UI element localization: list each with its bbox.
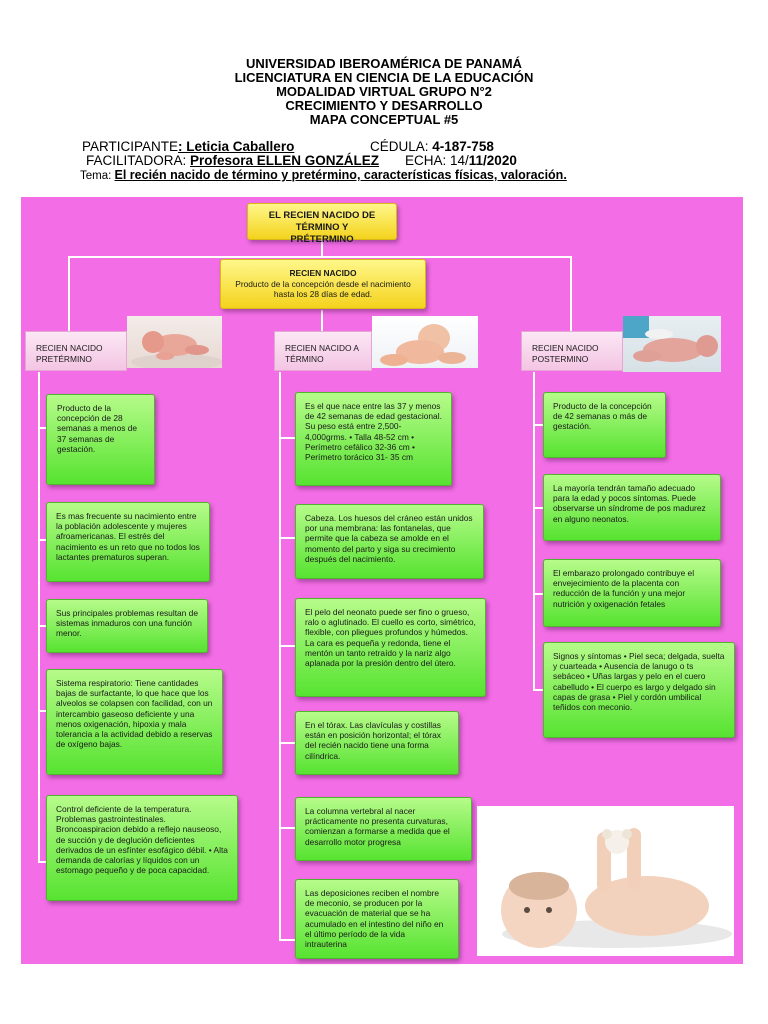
concept-map: EL RECIEN NACIDO DE TÉRMINO Y PRÉTERMINO…	[21, 197, 743, 964]
postterm-info-1: Producto de la concepción de 42 semanas …	[543, 392, 666, 458]
connector-line	[279, 537, 301, 539]
id-line: CÉDULA: 4-187-758	[370, 139, 494, 154]
term-category-label: RECIEN NACIDO A TÉRMINO	[285, 343, 359, 364]
newborn-definition-title: RECIEN NACIDO	[289, 268, 357, 278]
connector-line	[533, 507, 547, 509]
preterm-info-5: Control deficiente de la temperatura. Pr…	[46, 795, 238, 901]
connector-line	[38, 372, 40, 862]
participant-line: PARTICIPANTE: Leticia Caballero	[82, 139, 295, 154]
preterm-info-1: Producto de la concepción de 28 semanas …	[46, 394, 155, 485]
university-name: UNIVERSIDAD IBEROAMÉRICA DE PANAMÁ	[246, 56, 522, 71]
date-line: ECHA: 14/11/2020	[405, 153, 517, 168]
term-category-box: RECIEN NACIDO A TÉRMINO	[274, 331, 372, 371]
connector-line	[68, 256, 70, 332]
course-name: CRECIMIENTO Y DESARROLLO	[285, 98, 483, 113]
baby-illustration	[380, 324, 466, 366]
baby-with-toy-photo	[477, 806, 734, 956]
preterm-baby-photo	[127, 316, 222, 368]
postterm-category-label: RECIEN NACIDO POSTERMINO	[532, 343, 599, 364]
degree-name: LICENCIATURA EN CIENCIA DE LA EDUCACIÓN	[234, 70, 534, 85]
facilitator-line: FACILITADORA: Profesora ELLEN GONZÁLEZ	[86, 153, 380, 168]
postterm-baby-photo	[623, 316, 721, 372]
topic-line: Tema: El recién nacido de término y pret…	[80, 168, 567, 182]
baby-illustration	[501, 828, 732, 948]
term-baby-photo	[372, 316, 478, 368]
term-info-1: Es el que nace entre las 37 y menos de 4…	[295, 392, 452, 486]
term-info-6: Las deposiciones reciben el nombre de me…	[295, 879, 459, 959]
preterm-category-label: RECIEN NACIDO PRETÉRMINO	[36, 343, 103, 364]
term-info-2: Cabeza. Los huesos del cráneo están unid…	[295, 504, 484, 579]
connector-line	[279, 372, 281, 940]
main-concept-box: EL RECIEN NACIDO DE TÉRMINO Y PRÉTERMINO	[247, 203, 397, 245]
main-concept-title: EL RECIEN NACIDO DE TÉRMINO Y PRÉTERMINO	[268, 210, 376, 245]
connector-line	[533, 372, 535, 690]
connector-line	[279, 827, 301, 829]
baby-illustration	[131, 331, 222, 368]
postterm-info-3: El embarazo prolongado contribuye el env…	[543, 559, 721, 627]
connector-line	[279, 939, 301, 941]
postterm-info-2: La mayoría tendrán tamaño adecuado para …	[543, 474, 721, 541]
connector-line	[533, 593, 547, 595]
preterm-info-4: Sistema respiratorio: Tiene cantidades b…	[46, 669, 223, 775]
connector-line	[279, 742, 301, 744]
connector-line	[279, 645, 301, 647]
connector-line	[279, 437, 301, 439]
preterm-info-3: Sus principales problemas resultan de si…	[46, 599, 208, 653]
baby-illustration	[623, 316, 718, 362]
newborn-definition-text: Producto de la concepción desde el nacim…	[235, 278, 411, 300]
connector-line	[321, 239, 323, 257]
document-title: MAPA CONCEPTUAL #5	[309, 112, 459, 127]
connector-line	[533, 424, 547, 426]
connector-line	[68, 256, 570, 258]
postterm-info-4: Signos y síntomas • Piel seca; delgada, …	[543, 642, 735, 738]
preterm-info-2: Es mas frecuente su nacimiento entre la …	[46, 502, 210, 582]
connector-line	[321, 310, 323, 332]
postterm-category-box: RECIEN NACIDO POSTERMINO	[521, 331, 623, 371]
term-info-4: En el tórax. Las clavículas y costillas …	[295, 711, 459, 775]
term-info-5: La columna vertebral al nacer prácticame…	[295, 797, 472, 861]
newborn-definition-box: RECIEN NACIDO Producto de la concepción …	[220, 259, 426, 309]
term-info-3: El pelo del neonato puede ser fino o gru…	[295, 598, 486, 697]
group-name: MODALIDAD VIRTUAL GRUPO N°2	[276, 84, 492, 99]
preterm-category-box: RECIEN NACIDO PRETÉRMINO	[25, 331, 127, 371]
connector-line	[570, 256, 572, 332]
connector-line	[533, 689, 547, 691]
